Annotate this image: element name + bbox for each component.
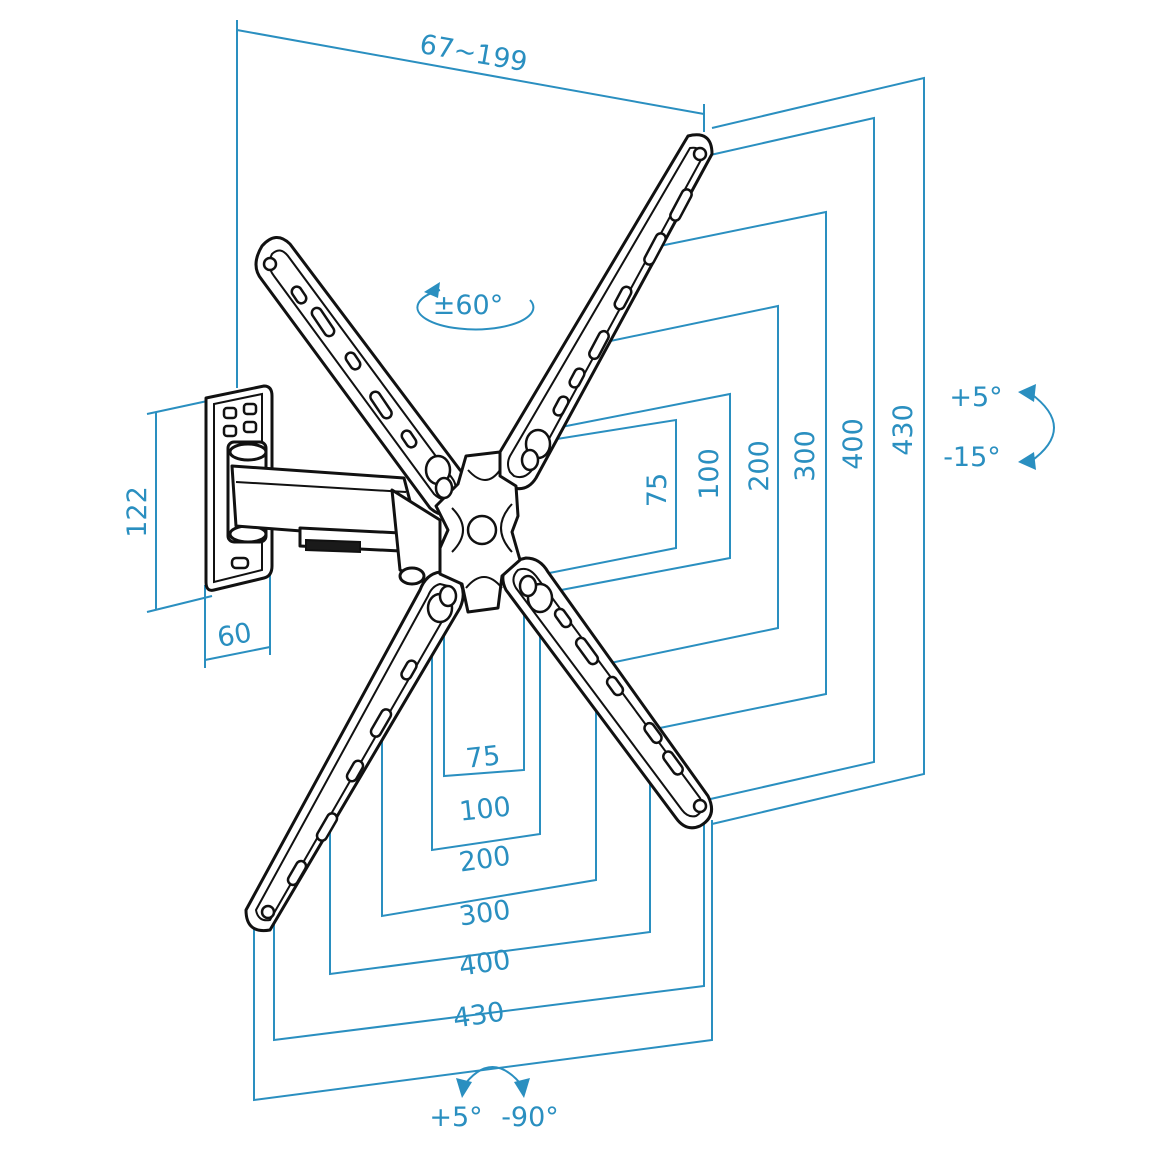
vdim-430-label: 430	[888, 404, 919, 456]
hdim-400	[273, 814, 705, 1042]
arm-lower-dark	[305, 538, 361, 554]
dimension-lines	[146, 20, 1055, 1102]
hdim-200-label: 200	[457, 841, 512, 879]
mount-drawing	[204, 133, 714, 933]
arm-slot	[588, 329, 610, 361]
hub-notch-right	[500, 503, 513, 553]
swivel-ellipse	[416, 289, 535, 331]
plate-height-ext-bottom	[146, 595, 213, 613]
vdim-430	[711, 76, 925, 825]
rotate-arrow-right	[514, 1078, 530, 1098]
arm-slot	[344, 351, 362, 371]
tilt-down-label: -15°	[943, 442, 1001, 473]
rotate-right-label: -90°	[501, 1102, 559, 1133]
vesa-hole	[438, 584, 458, 608]
vdim-100	[539, 392, 731, 595]
vesa-hole	[518, 574, 538, 598]
vdim-300-label: 300	[790, 430, 821, 482]
dimension-labels: 67~199 ±60° +5° -15° +5° -90° 122 60 75 …	[122, 29, 1003, 1133]
wall-plate-hole	[222, 424, 238, 438]
arm-slot	[669, 188, 693, 222]
extension-arm	[230, 464, 442, 592]
top-width-line	[236, 29, 705, 115]
hdim-300-label: 300	[457, 895, 512, 933]
arm-slot	[568, 367, 586, 389]
hdim-200	[381, 672, 597, 918]
hub-notch-bottom	[465, 576, 503, 589]
hdim-75-label: 75	[464, 740, 501, 774]
arm-slot	[662, 750, 684, 776]
arm-slot	[369, 708, 393, 738]
plate-height-ext-top	[146, 399, 213, 415]
arm-slot	[643, 232, 667, 266]
hdim-300	[329, 734, 651, 976]
hdim-400-label: 400	[457, 945, 512, 983]
tilt-up-label: +5°	[949, 382, 1002, 413]
lower-left-arm	[244, 570, 465, 933]
plate-height-label: 122	[122, 486, 153, 538]
swivel-arrow-left	[424, 282, 440, 298]
hub-center-hole	[466, 514, 498, 546]
hdim-100-label: 100	[458, 791, 513, 827]
tilt-arrow-down	[1018, 452, 1036, 470]
arm-end-hole	[262, 256, 278, 272]
vdim-200	[595, 304, 779, 667]
arm-knob	[398, 566, 426, 586]
arm-slot	[315, 812, 339, 842]
vesa-hole	[520, 448, 540, 472]
hdim-100	[431, 590, 541, 852]
wall-plate-hole	[242, 420, 258, 434]
arm-slot	[552, 395, 570, 417]
arm-end-hole	[692, 146, 708, 162]
arm-slot	[574, 636, 600, 666]
wall-plate-inner	[213, 392, 263, 584]
lower-right-arm	[501, 556, 714, 830]
wall-plate-hole	[222, 406, 238, 420]
tilt-arrow-up	[1018, 384, 1036, 402]
arm-edge-line	[235, 481, 407, 493]
hub-notch-left	[451, 507, 464, 553]
arm-slot	[286, 859, 308, 887]
arm-slot	[643, 721, 663, 745]
arm-end-hole	[692, 798, 708, 814]
vdim-75-label: 75	[642, 473, 673, 507]
arm-end-hole	[260, 904, 276, 920]
vdim-200-label: 200	[744, 440, 775, 492]
top-width-label: 67~199	[417, 29, 529, 78]
arm-slot	[605, 675, 625, 697]
vdim-400	[705, 116, 875, 801]
rotate-arc	[461, 1066, 525, 1089]
swivel-label: ±60°	[433, 290, 503, 321]
plate-width-label: 60	[215, 617, 254, 653]
vesa-cross	[244, 133, 714, 933]
arm-slot	[400, 429, 418, 449]
tilt-arc	[1029, 392, 1055, 463]
arm-slot	[310, 306, 336, 338]
rotate-left-label: +5°	[429, 1102, 482, 1133]
arm-slot	[613, 285, 633, 311]
plate-width-line	[204, 646, 271, 661]
arm-slot	[290, 285, 308, 305]
hinge-cap-top	[228, 442, 268, 462]
vdim-300	[649, 210, 827, 731]
vdim-400-label: 400	[838, 418, 869, 470]
wall-plate-hole	[242, 402, 258, 416]
rotate-arrow-left	[456, 1078, 472, 1098]
arm-slot	[400, 659, 418, 681]
hdim-75	[443, 588, 525, 778]
hub-notch-top	[467, 469, 501, 481]
hdim-430-label: 430	[451, 997, 506, 1035]
arm-slot	[369, 390, 393, 420]
vesa-hole	[434, 476, 454, 500]
arm-slot	[345, 759, 365, 783]
arm-slot	[553, 607, 573, 629]
vdim-100-label: 100	[694, 448, 725, 500]
wall-plate-hole	[230, 556, 250, 570]
vertical-dims	[523, 76, 925, 825]
vdim-75	[523, 418, 677, 579]
